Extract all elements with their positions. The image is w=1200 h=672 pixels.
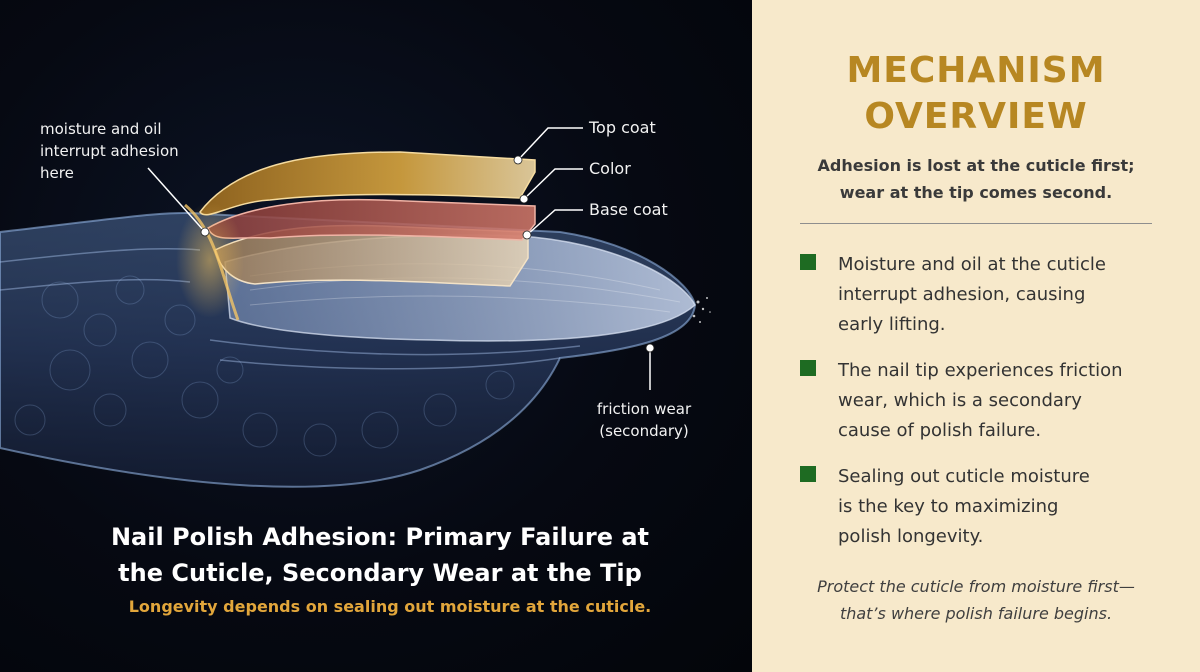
- callout-moisture-adhesion: moisture and oil interrupt adhesion here: [40, 120, 179, 182]
- mechanism-overview-panel: MECHANISM OVERVIEW Adhesion is lost at t…: [752, 0, 1200, 672]
- top-coat-layer: [199, 151, 536, 216]
- bullet-square-icon: [800, 254, 816, 270]
- color-layer: [207, 198, 536, 241]
- callout-top-coat: Top coat: [589, 118, 656, 137]
- overview-divider: [800, 223, 1152, 224]
- overview-point-text: Sealing out cuticle moisture is the key …: [838, 466, 1090, 547]
- overview-point-text: Moisture and oil at the cuticle interrup…: [838, 254, 1106, 335]
- callout-dots: [200, 155, 655, 353]
- overview-footer-note: Protect the cuticle from moisture first—…: [817, 577, 1135, 623]
- callout-leader-lines: [147, 127, 651, 390]
- tip-friction-particles: [692, 297, 711, 323]
- diagram-subtitle: Longevity depends on sealing out moistur…: [128, 597, 652, 616]
- overview-lead-text: Adhesion is lost at the cuticle first; w…: [817, 156, 1135, 202]
- illustration-panel: moisture and oil interrupt adhesion here…: [0, 0, 752, 672]
- cuticle-fold: [184, 203, 240, 321]
- callout-color: Color: [589, 159, 631, 178]
- overview-heading: MECHANISM OVERVIEW: [846, 50, 1106, 137]
- callout-base-coat: Base coat: [589, 200, 668, 219]
- overview-point-text: The nail tip experiences friction wear, …: [838, 360, 1123, 441]
- skin-cell-texture: [14, 275, 515, 457]
- diagram-title: Nail Polish Adhesion: Primary Failure at…: [110, 523, 650, 587]
- bullet-square-icon: [800, 360, 816, 376]
- cuticle-glow: [176, 202, 244, 318]
- bullet-square-icon: [800, 466, 816, 482]
- finger-cross-section-illustration: [0, 127, 711, 488]
- callout-friction-wear: friction wear (secondary): [596, 400, 692, 440]
